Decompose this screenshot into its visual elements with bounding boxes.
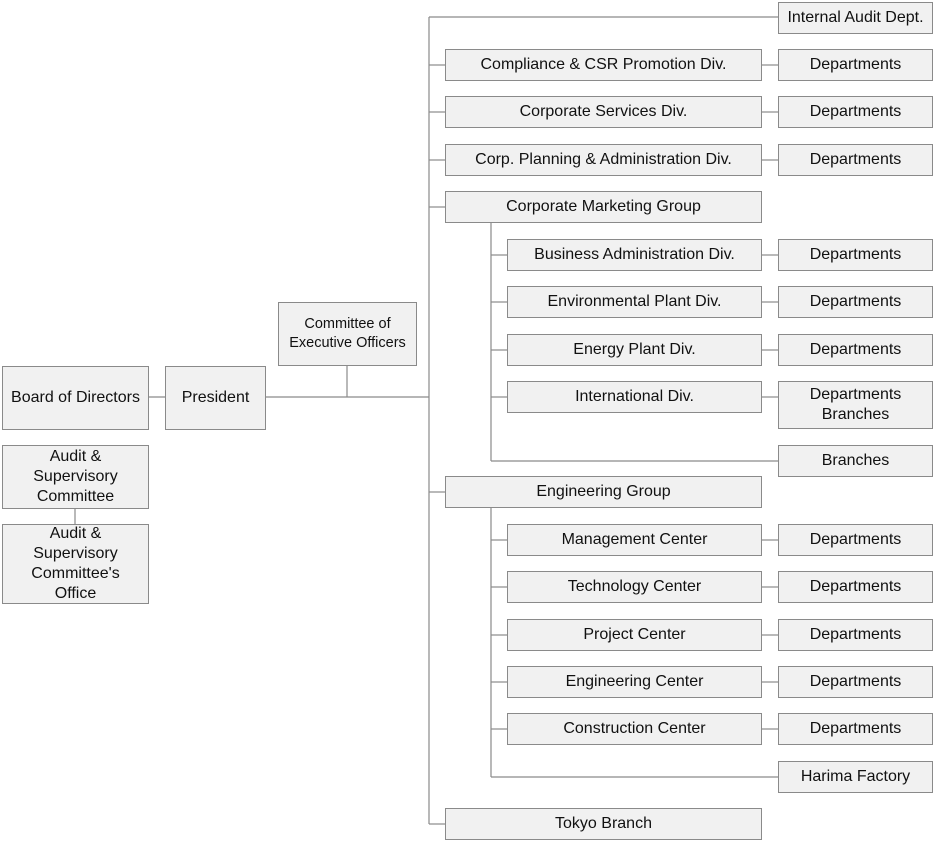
harima-factory-box: Harima Factory bbox=[778, 761, 933, 793]
president-box: President bbox=[165, 366, 266, 430]
management-center-box: Management Center bbox=[507, 524, 762, 556]
board-of-directors-box: Board of Directors bbox=[2, 366, 149, 430]
international-departments-branches-box: Departments Branches bbox=[778, 381, 933, 429]
business-administration-division-box: Business Administration Div. bbox=[507, 239, 762, 271]
technology-center-box: Technology Center bbox=[507, 571, 762, 603]
corp-planning-division-box: Corp. Planning & Administration Div. bbox=[445, 144, 762, 176]
project-center-departments-box: Departments bbox=[778, 619, 933, 651]
corporate-services-departments-box: Departments bbox=[778, 96, 933, 128]
marketing-branches-box: Branches bbox=[778, 445, 933, 477]
corp-planning-departments-box: Departments bbox=[778, 144, 933, 176]
tokyo-branch-box: Tokyo Branch bbox=[445, 808, 762, 840]
environmental-plant-departments-box: Departments bbox=[778, 286, 933, 318]
committee-of-executive-officers-box: Committee of Executive Officers bbox=[278, 302, 417, 366]
engineering-group-box: Engineering Group bbox=[445, 476, 762, 508]
construction-center-box: Construction Center bbox=[507, 713, 762, 745]
business-administration-departments-box: Departments bbox=[778, 239, 933, 271]
corporate-marketing-group-box: Corporate Marketing Group bbox=[445, 191, 762, 223]
energy-plant-departments-box: Departments bbox=[778, 334, 933, 366]
audit-supervisory-committee-office-box: Audit & Supervisory Committee's Office bbox=[2, 524, 149, 604]
engineering-center-box: Engineering Center bbox=[507, 666, 762, 698]
technology-center-departments-box: Departments bbox=[778, 571, 933, 603]
project-center-box: Project Center bbox=[507, 619, 762, 651]
management-center-departments-box: Departments bbox=[778, 524, 933, 556]
audit-supervisory-committee-box: Audit & Supervisory Committee bbox=[2, 445, 149, 509]
international-division-box: International Div. bbox=[507, 381, 762, 413]
compliance-departments-box: Departments bbox=[778, 49, 933, 81]
internal-audit-dept-box: Internal Audit Dept. bbox=[778, 2, 933, 34]
compliance-csr-division-box: Compliance & CSR Promotion Div. bbox=[445, 49, 762, 81]
engineering-center-departments-box: Departments bbox=[778, 666, 933, 698]
energy-plant-division-box: Energy Plant Div. bbox=[507, 334, 762, 366]
construction-center-departments-box: Departments bbox=[778, 713, 933, 745]
corporate-services-division-box: Corporate Services Div. bbox=[445, 96, 762, 128]
environmental-plant-division-box: Environmental Plant Div. bbox=[507, 286, 762, 318]
